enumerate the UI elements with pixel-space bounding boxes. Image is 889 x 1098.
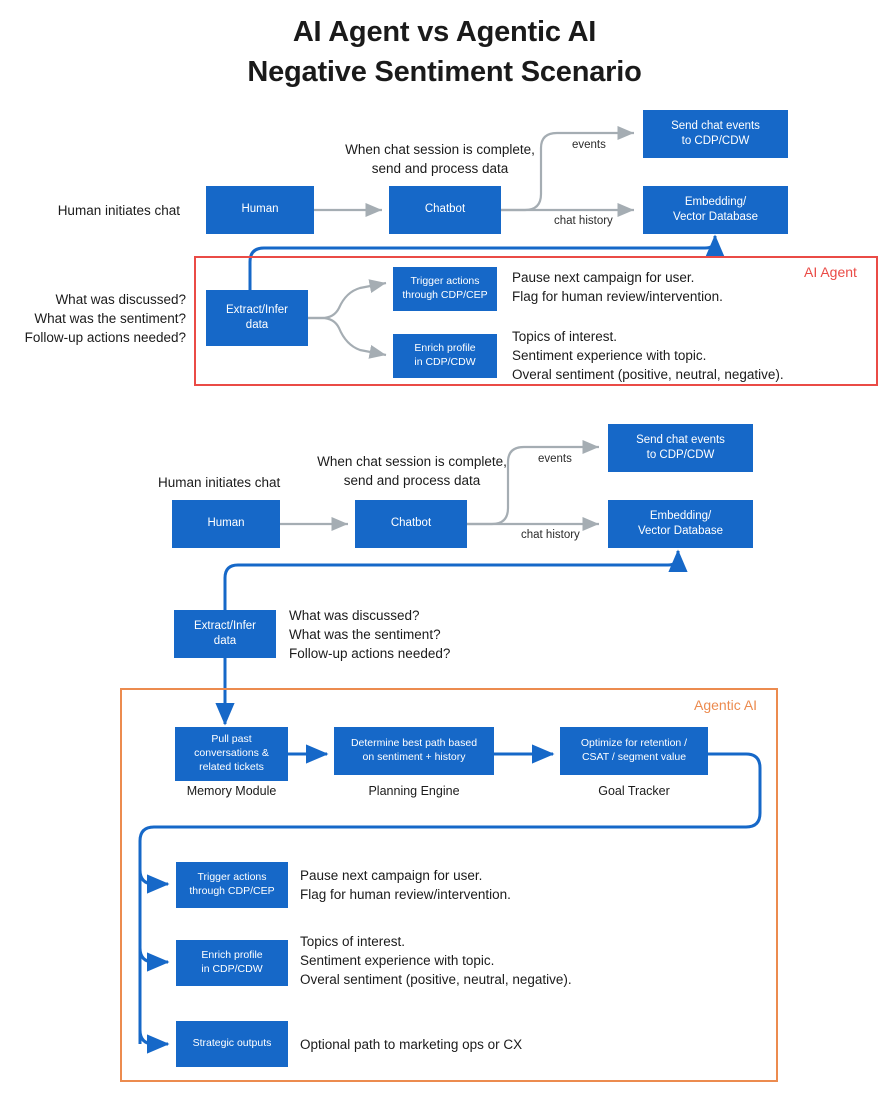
node-human-bottom[interactable]: Human	[172, 500, 280, 548]
questions-label-top: What was discussed? What was the sentime…	[24, 292, 186, 346]
trigger-outputs-label-top: Pause next campaign for user. Flag for h…	[512, 270, 723, 305]
ai-agent-group-title: AI Agent	[804, 264, 857, 280]
ai-agent-group-box	[194, 256, 878, 386]
edge-label-chat-history-top: chat history	[554, 215, 613, 227]
enrich-outputs-label-top: Topics of interest. Sentiment experience…	[512, 329, 784, 383]
caption-memory-module: Memory Module	[186, 784, 277, 798]
node-send-chat-events-bottom[interactable]: Send chat events to CDP/CDW	[608, 424, 753, 472]
page-title-line2: Negative Sentiment Scenario	[247, 56, 642, 88]
node-human-top[interactable]: Human	[206, 186, 314, 234]
agentic-ai-group-box	[120, 688, 778, 1082]
node-send-chat-events-top[interactable]: Send chat events to CDP/CDW	[643, 110, 788, 158]
edge-label-events-top: events	[572, 139, 606, 151]
human-initiates-chat-label-top: Human initiates chat	[57, 203, 180, 218]
node-extract-infer-top[interactable]: Extract/Infer data	[206, 290, 308, 346]
agentic-ai-group-title: Agentic AI	[694, 697, 758, 713]
node-trigger-actions-top[interactable]: Trigger actions through CDP/CEP	[393, 267, 497, 311]
node-trigger-actions-bottom[interactable]: Trigger actions through CDP/CEP	[176, 862, 288, 908]
node-enrich-profile-bottom[interactable]: Enrich profile in CDP/CDW	[176, 940, 288, 986]
chat-session-note-top: When chat session is complete, send and …	[345, 142, 535, 177]
node-chatbot-bottom[interactable]: Chatbot	[355, 500, 467, 548]
node-embedding-vector-db-bottom[interactable]: Embedding/ Vector Database	[608, 500, 753, 548]
chat-session-note-bottom: When chat session is complete, send and …	[317, 454, 507, 489]
node-goal-tracker[interactable]: Optimize for retention / CSAT / segment …	[560, 727, 708, 775]
node-enrich-profile-top[interactable]: Enrich profile in CDP/CDW	[393, 334, 497, 378]
enrich-outputs-label-bottom: Topics of interest. Sentiment experience…	[300, 934, 572, 988]
caption-goal-tracker: Goal Tracker	[598, 784, 670, 798]
strategic-outputs-label: Optional path to marketing ops or CX	[300, 1037, 523, 1052]
node-planning-engine[interactable]: Determine best path based on sentiment +…	[334, 727, 494, 775]
trigger-outputs-label-bottom: Pause next campaign for user. Flag for h…	[300, 868, 511, 903]
node-strategic-outputs[interactable]: Strategic outputs	[176, 1021, 288, 1067]
node-memory-module[interactable]: Pull past conversations & related ticket…	[175, 727, 288, 781]
caption-planning-engine: Planning Engine	[368, 784, 460, 798]
node-chatbot-top[interactable]: Chatbot	[389, 186, 501, 234]
edge-label-events-bottom: events	[538, 453, 572, 465]
questions-label-bottom: What was discussed? What was the sentime…	[289, 608, 451, 662]
edge-label-chat-history-bottom: chat history	[521, 529, 580, 541]
edge-extract-to-embedding-2	[223, 549, 688, 610]
human-initiates-chat-label-bottom: Human initiates chat	[158, 475, 281, 490]
node-embedding-vector-db-top[interactable]: Embedding/ Vector Database	[643, 186, 788, 234]
node-extract-infer-bottom[interactable]: Extract/Infer data	[174, 610, 276, 658]
page-title-line1: AI Agent vs Agentic AI	[292, 16, 597, 48]
